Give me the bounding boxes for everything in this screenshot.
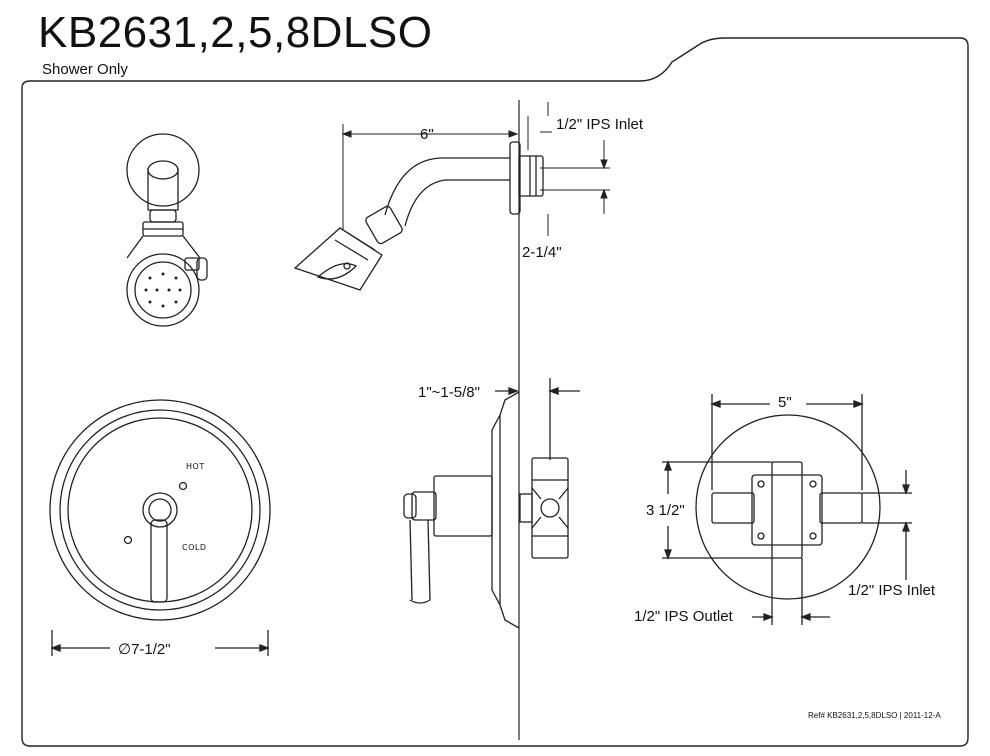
arm-dimension-lines: [341, 102, 610, 236]
trim-plate-front-view: [49, 399, 271, 656]
wall-depth-label: 1"~1-5/8": [418, 384, 480, 401]
valve-rear-view: [662, 394, 912, 625]
frame-border: [21, 37, 969, 747]
hot-label: HOT: [186, 462, 205, 471]
valve-width-label: 5": [778, 394, 792, 411]
shower-arm-side-view: [293, 141, 544, 291]
inlet-top-label: 1/2" IPS Inlet: [556, 116, 644, 133]
valve-side-view: [403, 378, 580, 629]
valve-outlet-label: 1/2" IPS Outlet: [634, 608, 733, 625]
cold-label: COLD: [182, 543, 207, 552]
flange-height-label: 2-1/4": [522, 244, 562, 261]
page-title: KB2631,2,5,8DLSO: [38, 8, 433, 57]
valve-inlet-label: 1/2" IPS Inlet: [848, 582, 936, 599]
valve-height-label: 3 1/2": [646, 502, 685, 519]
reference-note: Ref# KB2631,2,5,8DLSO | 2011-12-A: [808, 711, 941, 720]
plate-diameter-label: ∅7-1/2": [118, 641, 171, 658]
arm-length-label: 6": [420, 126, 434, 143]
page-subtitle: Shower Only: [42, 61, 128, 78]
showerhead-front-view: [126, 133, 208, 327]
